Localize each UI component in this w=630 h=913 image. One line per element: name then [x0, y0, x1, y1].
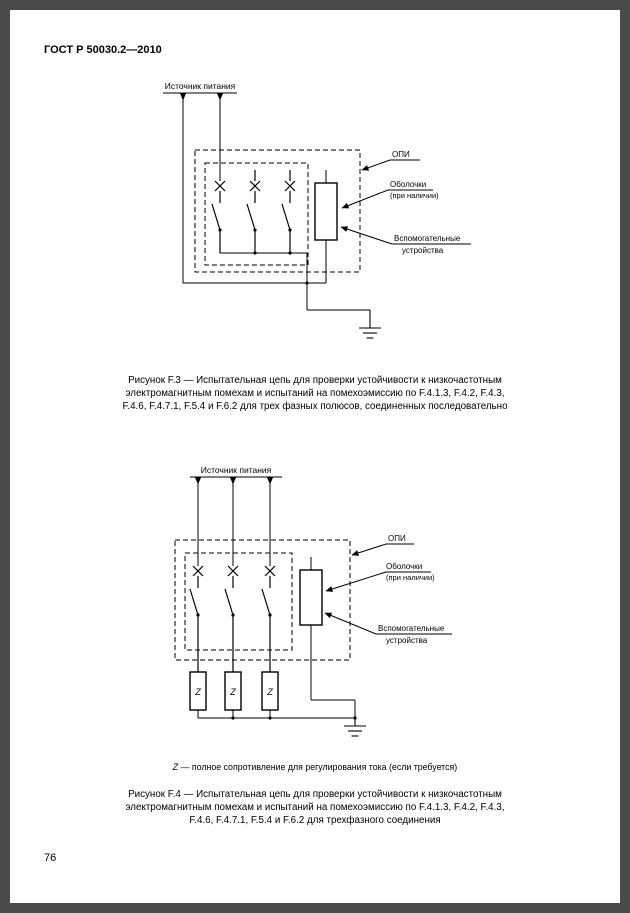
fig4-impedance-label-1: Z: [194, 687, 201, 697]
fig4-aux-devices-box: [299, 569, 323, 626]
fig3-enclosure-box: [204, 162, 309, 266]
figure-f3-caption: Рисунок F.3 — Испытательная цепь для про…: [60, 374, 570, 413]
fig3-switch-poles: [211, 170, 296, 253]
fig4-enclosure-label: Оболочки: [386, 562, 422, 571]
figure-f4-diagram: Источник питания ОПИ Оболочки (при налич…: [174, 465, 452, 737]
fig4-source-label: Источник питания: [201, 465, 272, 475]
figure-f4-caption-line: Рисунок F.4 — Испытательная цепь для про…: [128, 789, 502, 800]
fig3-aux-label: Вспомогательные: [394, 234, 461, 243]
fig4-junction-dots: [196, 613, 357, 720]
fig4-impedance-boxes: [189, 671, 279, 711]
fig4-ground-symbol: [344, 718, 366, 737]
figure-f4-caption-line: F.4.6, F.4.7.1, F.5.4 и F.6.2 для трехфа…: [189, 815, 441, 826]
figure-f4-note-symbol: Z: [172, 762, 179, 772]
fig3-aux-sublabel: устройства: [402, 246, 444, 255]
document-header: ГОСТ Р 50030.2—2010: [44, 44, 162, 56]
fig3-power-source-lines: [163, 92, 237, 283]
fig3-source-label: Источник питания: [165, 81, 236, 91]
fig3-ground-symbol: [307, 309, 381, 339]
figure-f4-note: Z — полное сопротивление для регулирован…: [60, 762, 570, 772]
fig4-impedance-label-3: Z: [266, 687, 273, 697]
fig3-aux-devices-box: [314, 182, 338, 241]
document-page: ГОСТ Р 50030.2—2010: [10, 10, 620, 903]
fig3-opi-label: ОПИ: [392, 150, 410, 159]
figure-f3-caption-line: электромагнитным помехам и испытаний на …: [125, 388, 505, 399]
figure-f3-caption-line: F.4.6, F.4.7.1, F.5.4 и F.6.2 для трех ф…: [122, 401, 508, 412]
fig3-opi-boundary-box: [194, 149, 361, 273]
fig3-enclosure-sublabel: (при наличии): [390, 191, 439, 200]
fig4-opi-boundary-box: [174, 539, 351, 661]
fig4-enclosure-box: [184, 552, 293, 651]
fig4-opi-label: ОПИ: [388, 534, 406, 543]
fig4-enclosure-sublabel: (при наличии): [386, 573, 435, 582]
fig3-enclosure-label: Оболочки: [390, 180, 426, 189]
figure-f3-diagram: Источник питания ОПИ Оболочки (при налич…: [163, 81, 471, 339]
figure-f4-caption: Рисунок F.4 — Испытательная цепь для про…: [60, 788, 570, 827]
fig4-power-source-lines: [190, 476, 282, 566]
fig4-aux-label: Вспомогательные: [378, 624, 445, 633]
fig4-impedance-label-2: Z: [229, 687, 236, 697]
fig4-aux-sublabel: устройства: [386, 636, 428, 645]
fig3-junction-dots: [218, 228, 309, 285]
fig4-leader-lines: [324, 543, 452, 635]
figure-f4-note-text: — полное сопротивление для регулирования…: [180, 762, 458, 772]
figure-f4-caption-line: электромагнитным помехам и испытаний на …: [125, 802, 505, 813]
figure-f3-caption-line: Рисунок F.3 — Испытательная цепь для про…: [128, 375, 502, 386]
fig3-leader-lines: [340, 159, 471, 245]
page-number: 76: [44, 852, 57, 864]
fig4-switch-poles: [189, 565, 276, 672]
